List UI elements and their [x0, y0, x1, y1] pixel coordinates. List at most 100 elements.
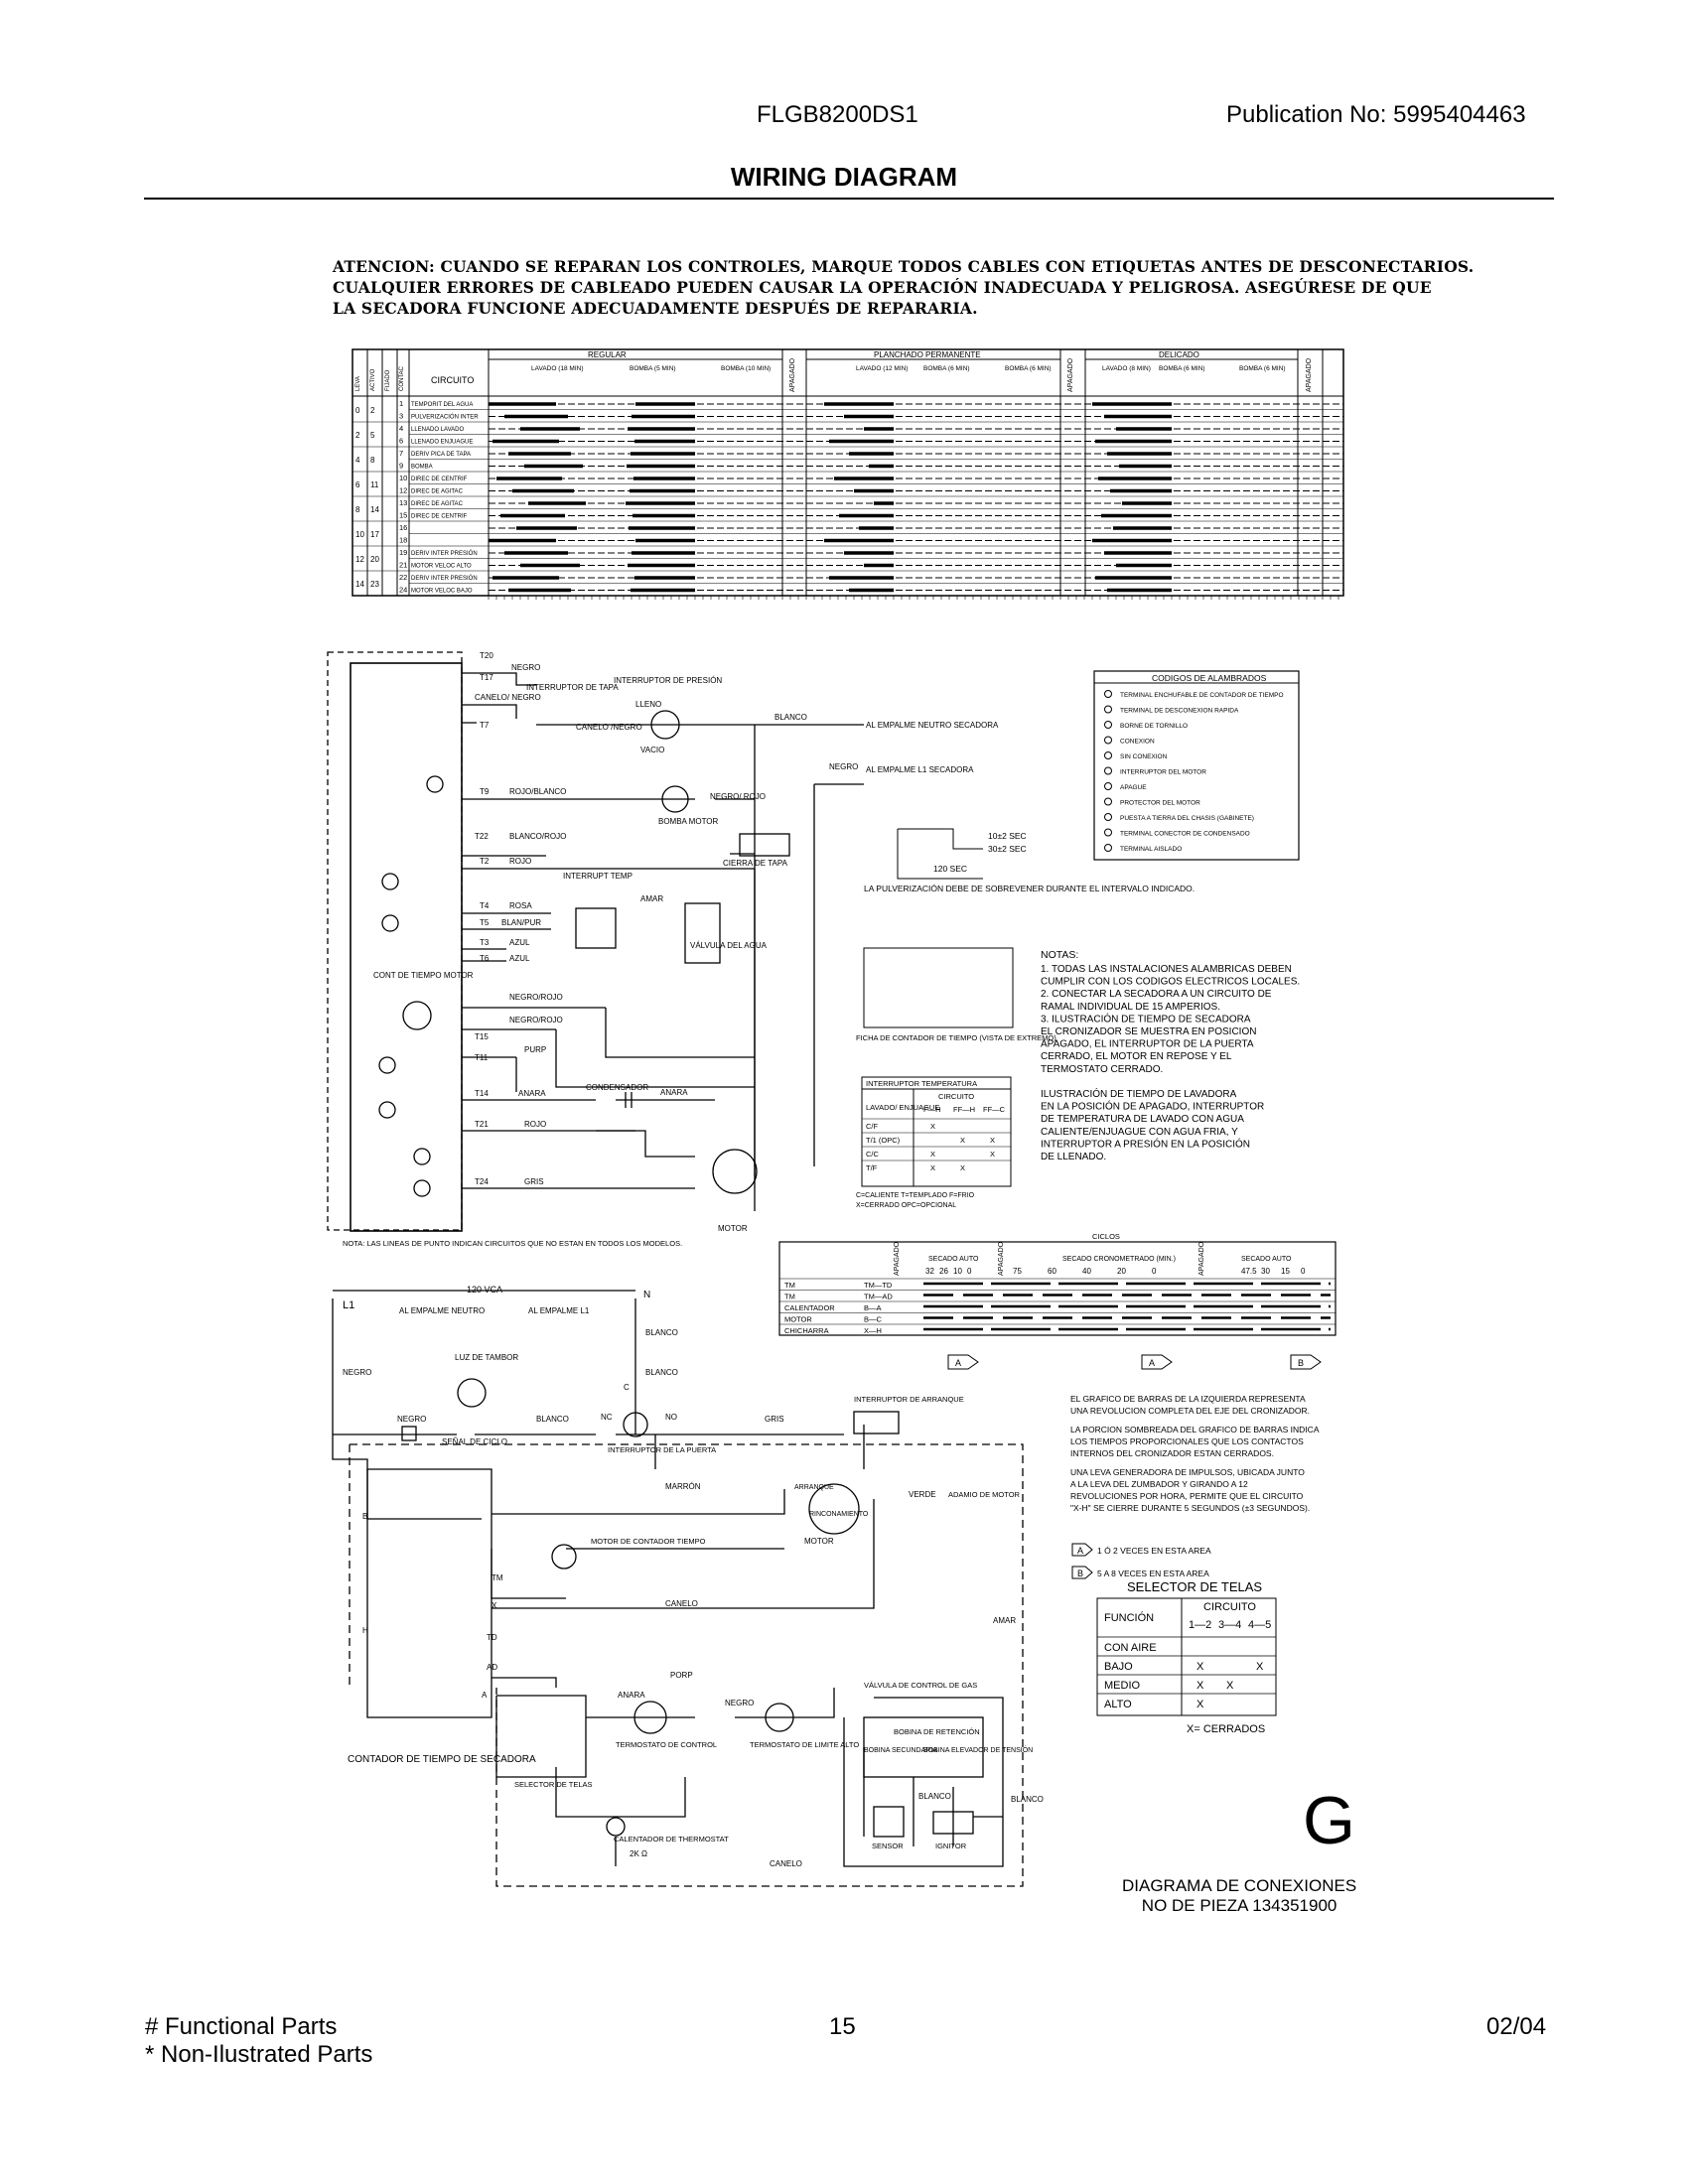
dryer-num: 0	[1152, 1267, 1157, 1276]
dryer-head: SECADO AUTO	[928, 1256, 979, 1263]
notes-line: APAGADO, EL INTERRUPTOR DE LA PUERTA	[1041, 1039, 1254, 1050]
dryer-row-name: CHICHARRA	[784, 1326, 829, 1335]
nota-label: NOTA: LAS LINEAS DE PUNTO INDICAN CIRCUI…	[343, 1239, 682, 1248]
temp-row-label: C/C	[866, 1150, 880, 1159]
temp-row-cell: X	[960, 1163, 965, 1172]
temp-row-label: T/F	[866, 1163, 878, 1172]
dryer-label-motor: MOTOR	[804, 1537, 834, 1546]
timer-row-activo: 2	[370, 406, 375, 415]
interrupt-temp-label: INTERRUPT TEMP	[563, 872, 633, 881]
timer-row-circuit: DIREC DE AGITAC	[411, 501, 464, 507]
code-item: BORNE DE TORNILLO	[1120, 723, 1188, 730]
dryer-head: APAGADO	[1198, 1241, 1205, 1276]
subhead-bomba-4: BOMBA (6 MIN)	[1005, 365, 1052, 372]
dryer-label-senal: SEÑAL DE CICLO	[442, 1437, 507, 1446]
timer-row-circuit: DERIV INTER PRESIÓN	[411, 550, 478, 557]
warning-line-2: CUALQUIER ERRORES DE CABLEADO PUEDEN CAU…	[333, 278, 1432, 297]
timer-row-num: 22	[399, 573, 407, 582]
dryer-head: SECADO CRONOMETRADO (MIN.)	[1062, 1256, 1176, 1263]
color-gris: GRIS	[524, 1177, 544, 1186]
dryer-row-term: B—A	[864, 1303, 882, 1312]
fabric-col-head: 4—5	[1248, 1619, 1271, 1631]
footer-non-illustrated: * Non-Ilustrated Parts	[145, 2041, 373, 2068]
bomba-motor-label: BOMBA MOTOR	[658, 817, 719, 826]
timer-row-leva: 10	[355, 530, 364, 539]
washer-labels: T20 T17 T7 T9 T22 T2 T4 T5 T3 T6 T15 T11…	[343, 651, 999, 1248]
dryer-label-luz: LUZ DE TAMBOR	[455, 1353, 518, 1362]
footer-functional-parts: # Functional Parts	[145, 2013, 338, 2040]
vacio-label: VACIO	[640, 746, 664, 754]
color-amar: AMAR	[640, 894, 663, 903]
dryer-label-negro: NEGRO	[343, 1368, 371, 1377]
color-negro-rojo-2: NEGRO/ROJO	[509, 1016, 563, 1024]
dryer-label-marron: MARRÓN	[665, 1482, 701, 1491]
timer-row-num: 15	[399, 511, 407, 520]
color-negro: NEGRO	[511, 663, 540, 672]
cierra-tapa-label: CIERRA DE TAPA	[723, 859, 788, 868]
bar-note-line: 1 Ó 2 VECES EN ESTA AREA	[1097, 1546, 1211, 1556]
code-item: APAGUE	[1120, 784, 1147, 791]
timer-row-circuit: DIREC DE CENTRIF	[411, 477, 468, 482]
color-rojo: ROJO	[509, 857, 531, 866]
code-item: SIN CONEXION	[1120, 753, 1168, 760]
timer-row-leva: 8	[355, 505, 360, 514]
timer-row-activo: 8	[370, 456, 375, 465]
dryer-num: 20	[1117, 1267, 1126, 1276]
code-item: TERMINAL AISLADO	[1120, 846, 1182, 853]
timer-row-circuit: MOTOR VELOC BAJO	[411, 589, 473, 595]
fabric-col-head: 1—2	[1189, 1619, 1211, 1631]
lleno-label: LLENO	[635, 700, 661, 709]
color-negro-rojo-1: NEGRO/ROJO	[509, 993, 563, 1002]
bar-note-line: "X-H" SE CIERRE DURANTE 5 SEGUNDOS (±3 S…	[1070, 1503, 1310, 1513]
circuito-header: CIRCUITO	[431, 375, 474, 385]
dryer-label-valvula_gas: VÁLVULA DE CONTROL DE GAS	[864, 1681, 977, 1690]
dryer-row-name: TM	[784, 1281, 795, 1290]
interruptor-presion: INTERRUPTOR DE PRESIÓN	[614, 676, 722, 685]
code-symbol-icon	[1104, 751, 1112, 759]
bar-note-line: LOS TIEMPOS PROPORCIONALES QUE LOS CONTA…	[1070, 1436, 1304, 1446]
temp-col-head: FF—H	[953, 1105, 975, 1114]
footer-page-number: 15	[829, 2013, 856, 2040]
spray-sec1: 10±2 SEC	[988, 831, 1027, 841]
dryer-label-blanco: BLANCO	[536, 1415, 569, 1424]
wire-t9: T9	[480, 787, 490, 796]
timer-row-circuit: BOMBA	[411, 465, 433, 471]
dryer-num: 15	[1281, 1267, 1290, 1276]
dryer-label-k2: 2K Ω	[630, 1849, 647, 1858]
timer-row-num: 19	[399, 548, 407, 557]
code-item: CONEXION	[1120, 739, 1155, 746]
dryer-label-canelo: CANELO	[770, 1859, 802, 1868]
timer-row-leva: 2	[355, 431, 360, 440]
color-canelo-negro: CANELO/ NEGRO	[475, 693, 541, 702]
page-mark: G	[1303, 1783, 1355, 1858]
ciclos-label: CICLOS	[1092, 1232, 1120, 1241]
fabric-row-cell: X	[1196, 1680, 1204, 1692]
timer-row-activo: 23	[370, 580, 379, 589]
wire-t4: T4	[480, 901, 490, 910]
color-rosa: ROSA	[509, 901, 532, 910]
timer-row-leva: 14	[355, 580, 364, 589]
diagram-caption-2: NO DE PIEZA 134351900	[1141, 1896, 1337, 1915]
fabric-row-cell: X	[1196, 1699, 1204, 1710]
valvula-label: VÁLVULA DEL AGUA	[690, 941, 768, 950]
subhead-lavado-1: LAVADO (18 MIN)	[531, 365, 584, 372]
timer-row-leva: 4	[355, 456, 360, 465]
color-azul-1: AZUL	[509, 938, 530, 947]
code-symbol-icon	[1104, 705, 1112, 714]
subhead-bomba-2: BOMBA (10 MIN)	[721, 365, 771, 372]
temp-row-cell: X	[930, 1122, 935, 1131]
dryer-label-empalme_neutro: AL EMPALME NEUTRO	[399, 1306, 485, 1315]
dryer-label-canelo: CANELO	[665, 1599, 698, 1608]
dryer-num: 40	[1082, 1267, 1091, 1276]
wire-t2: T2	[480, 857, 490, 866]
condensador-label: CONDENSADOR	[586, 1083, 648, 1092]
temp-col-head: FF—C	[983, 1105, 1006, 1114]
code-symbol-icon	[1104, 721, 1112, 729]
wiring-codes-legend: CODIGOS DE ALAMBRADOS TERMINAL ENCHUFABL…	[1093, 670, 1300, 861]
timer-row-circuit: DIREC DE AGITAC	[411, 489, 464, 495]
temp-row-cell: X	[930, 1163, 935, 1172]
dryer-label-x: X	[492, 1601, 497, 1610]
dryer-label-a: A	[482, 1691, 488, 1700]
wire-t20: T20	[480, 651, 493, 660]
